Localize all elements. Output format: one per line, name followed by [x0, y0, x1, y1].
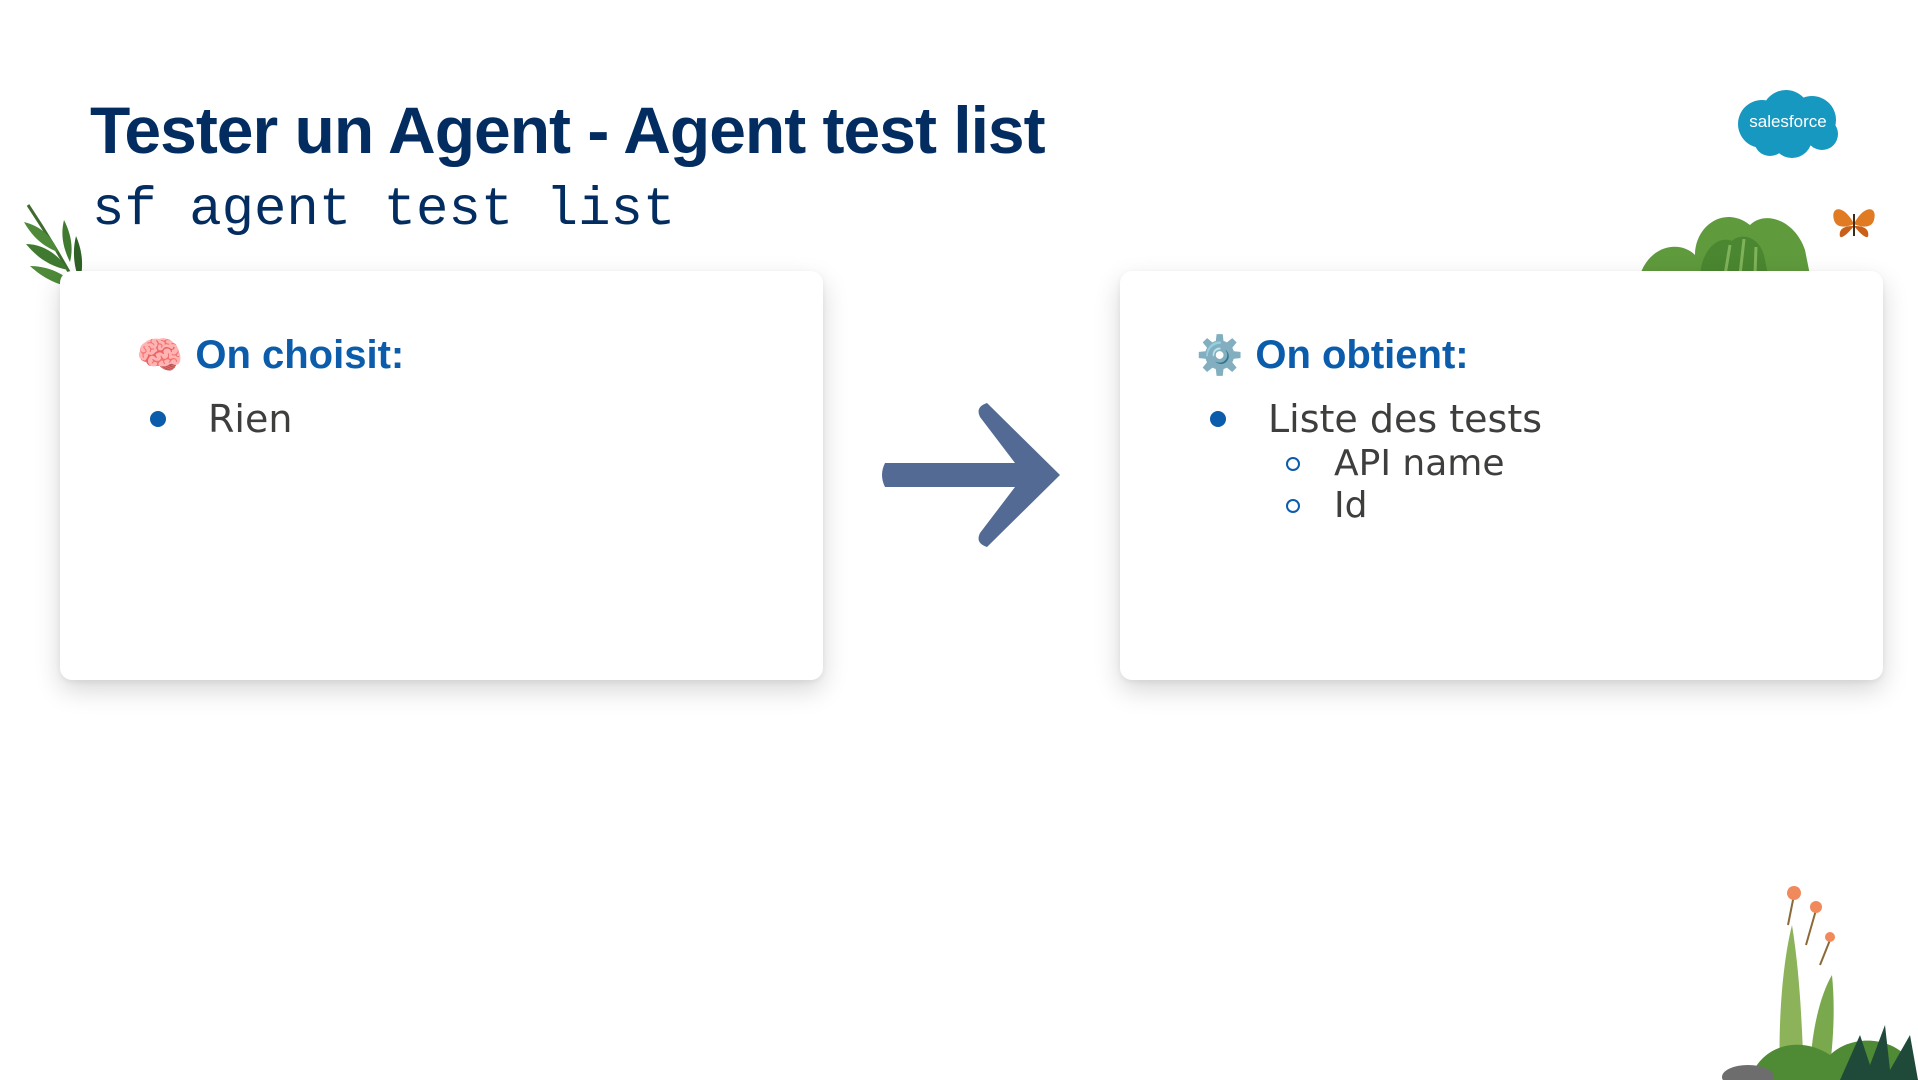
logo-text: salesforce	[1749, 112, 1827, 131]
plants-decoration-icon	[1722, 886, 1918, 1080]
brain-icon: 🧠	[136, 334, 184, 377]
output-card: ⚙️ On obtient: Liste des tests API name …	[1120, 271, 1883, 680]
bush-decoration-icon	[1640, 216, 1810, 275]
list-item-label: Rien	[208, 397, 293, 441]
input-card-heading: 🧠 On choisit:	[136, 333, 404, 378]
arrow-right-icon	[882, 403, 1060, 547]
command-text: sf agent test list	[92, 180, 676, 241]
list-item-label: Liste des tests	[1268, 397, 1543, 441]
sub-list-item-label: Id	[1334, 485, 1368, 526]
output-card-heading-label: On obtient:	[1255, 333, 1469, 377]
input-card: 🧠 On choisit: Rien	[60, 271, 823, 680]
list-item: Rien	[150, 397, 292, 441]
bullet-icon	[150, 411, 166, 427]
output-card-heading: ⚙️ On obtient:	[1196, 333, 1469, 378]
cloud-logo-icon	[1738, 90, 1838, 158]
sub-bullet-icon	[1286, 498, 1300, 513]
gear-icon: ⚙️	[1196, 334, 1244, 377]
bullet-icon	[1210, 411, 1226, 427]
page-title: Tester un Agent - Agent test list	[90, 93, 1046, 167]
list-item: Liste des tests	[1210, 397, 1542, 441]
sub-bullet-icon	[1286, 456, 1300, 471]
sub-list-item: API name	[1286, 443, 1505, 484]
input-card-heading-label: On choisit:	[195, 333, 405, 377]
sub-list-item-label: API name	[1334, 443, 1505, 484]
butterfly-icon	[1833, 209, 1875, 238]
sub-list-item: Id	[1286, 485, 1367, 526]
salesforce-logo: salesforce	[1736, 88, 1840, 162]
